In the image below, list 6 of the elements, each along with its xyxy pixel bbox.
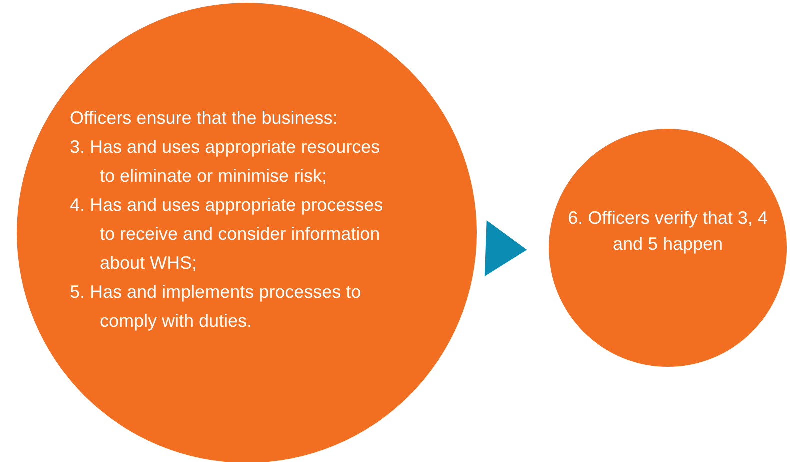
heading: Officers ensure that the business: [70,107,339,130]
circle-text: 6. Officers verify that 3, 4 and 5 happen [567,207,769,256]
list-item: 4. Has and uses appropriate processes to receive and consider information about WHS; [70,194,384,275]
arrow [484,220,528,276]
list-item: 5. Has and implements processes to comply with duties. [70,281,362,333]
list-item: 3. Has and uses appropriate resources to eliminate or minimise risk; [70,136,382,188]
